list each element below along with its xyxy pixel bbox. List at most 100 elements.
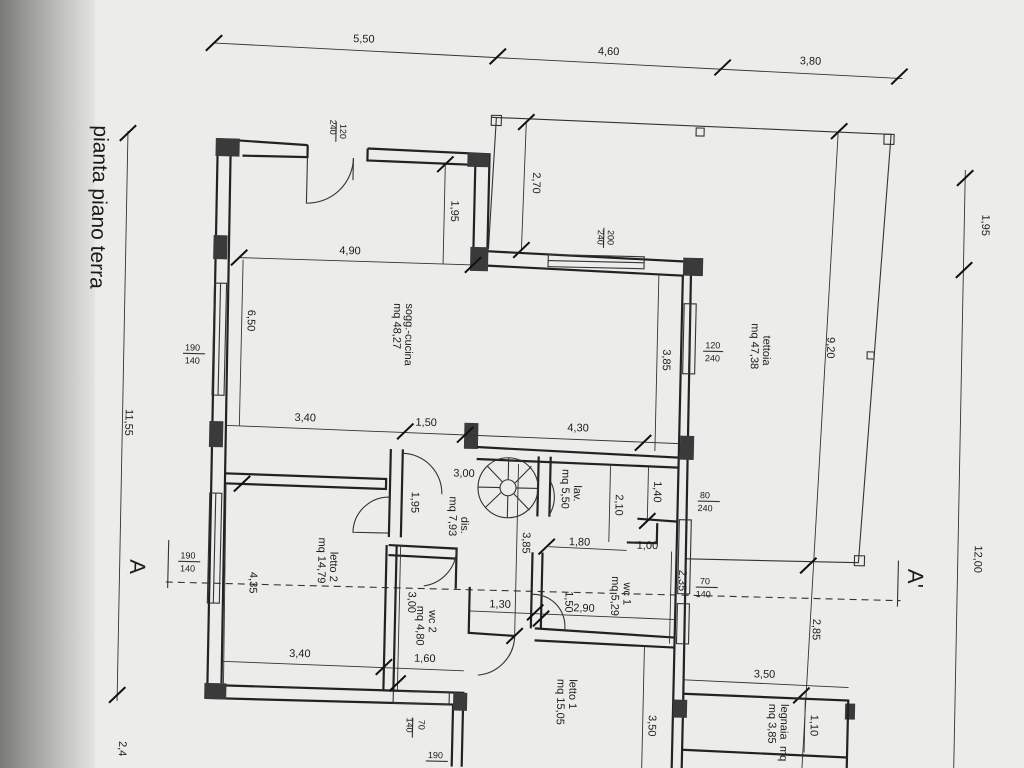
dim-tick <box>955 261 973 279</box>
room-area-letto1: mq 15,05 <box>554 679 567 725</box>
dim-row-a-1: 3,40 <box>294 412 316 424</box>
dim-tick <box>830 122 849 140</box>
room-area-lav: mq 5,50 <box>559 469 572 509</box>
dim-tettoia-depth: 9,20 <box>824 337 836 359</box>
room-area-wc1: mq 5,29 <box>608 576 621 616</box>
dim-wc2-depth: 3,00 <box>405 591 417 613</box>
dim-tettoia-wall: 3,85 <box>660 349 672 371</box>
svg-text:190: 190 <box>180 550 195 560</box>
wall-pier <box>452 692 468 711</box>
dim-living-depth: 6,50 <box>244 310 256 332</box>
dim-top-1: 5,50 <box>353 33 375 45</box>
top-dimension-line: 5,50 4,60 3,80 <box>205 33 909 86</box>
opening-sizes: 120 240 200 240 120 240 190 140 <box>178 120 724 763</box>
room-area-letto2: mq 14,79 <box>315 537 328 583</box>
wall-pier <box>679 435 695 460</box>
dim-tick <box>375 658 393 676</box>
room-labels: sogg.-cucina mq 48,27 dis. mq 7,93 lav. … <box>315 303 790 762</box>
dim-tick <box>792 686 811 704</box>
svg-text:70: 70 <box>700 576 710 586</box>
svg-text:140: 140 <box>404 717 414 732</box>
dim-row-a-2: 1,50 <box>415 417 437 429</box>
dim-tick <box>464 256 482 274</box>
svg-text:240: 240 <box>328 120 338 135</box>
svg-text:120: 120 <box>705 340 720 350</box>
dim-tick <box>388 674 407 692</box>
dim-tick <box>488 47 507 65</box>
dim-lav-side: 1,80 <box>569 536 591 548</box>
wall-pier <box>844 703 856 720</box>
section-label-a: A <box>125 559 150 575</box>
dim-entry-depth: 1,95 <box>448 200 460 222</box>
dim-hall: 1,30 <box>489 598 511 610</box>
dim-corridor: 3,85 <box>520 532 532 554</box>
opening-letto2-window: 190 140 <box>178 550 201 574</box>
svg-text:140: 140 <box>696 589 711 599</box>
dim-tick <box>436 155 455 173</box>
room-area-tettoia: mq 47,38 <box>748 323 761 369</box>
windows <box>206 254 697 706</box>
dim-living-width: 4,90 <box>339 245 361 257</box>
opening-lav-window: 80 240 <box>697 490 720 513</box>
interior-dimensions: 4,90 1,95 6,50 3,40 1,50 4,30 3,85 3,00 … <box>221 155 849 768</box>
opening-portico: 200 240 <box>596 227 616 248</box>
dim-lav-depth: 1,40 <box>651 481 663 503</box>
dim-tick <box>537 538 556 556</box>
dim-hall-b: 1,50 <box>562 591 574 613</box>
dim-tick <box>638 512 657 530</box>
room-name-legnaia-tail: mq <box>777 746 789 762</box>
page-shadow <box>0 0 95 768</box>
dim-tick <box>713 58 732 77</box>
svg-text:140: 140 <box>185 355 200 365</box>
dim-letto1-depth: 3,50 <box>645 715 657 737</box>
entrance-door <box>305 157 354 204</box>
svg-text:120: 120 <box>338 124 348 139</box>
plan-title: pianta piano terra <box>85 125 112 289</box>
tettoia-outline: 2,70 9,20 2,85 tettoia mq 47,38 <box>487 113 895 768</box>
dim-tick <box>456 426 475 444</box>
section-label-a-prime: A' <box>903 569 928 588</box>
interior-doors <box>352 452 566 676</box>
right-dimension-line: 1,95 12,00 <box>953 169 991 768</box>
dim-tick <box>119 124 137 142</box>
dim-tick <box>526 603 545 621</box>
room-name-dis: dis. <box>458 517 470 534</box>
svg-text:190: 190 <box>428 750 443 760</box>
opening-entry: 120 240 <box>328 120 348 142</box>
dim-dis-depth: 1,95 <box>408 492 420 514</box>
dim-tick <box>233 475 251 493</box>
svg-text:240: 240 <box>705 353 720 363</box>
room-name-soggiorno: sogg.-cucina <box>402 303 415 367</box>
wall-pier <box>208 420 224 448</box>
wall-pier <box>463 422 479 450</box>
dim-right-1: 1,95 <box>979 214 991 236</box>
wall-pier <box>215 138 240 157</box>
dim-tick <box>956 169 975 187</box>
dim-letto2-depth: 4,35 <box>247 572 259 594</box>
left-dimension-line: 11,55 2,4 <box>108 124 137 756</box>
dim-tick <box>890 67 909 86</box>
room-area-soggiorno: mq 48,27 <box>390 303 403 349</box>
wall-pier <box>467 152 490 168</box>
dim-left-total: 11,55 <box>122 409 135 436</box>
opening-letto1-window: 190 <box>425 750 448 763</box>
dim-tick <box>396 422 415 440</box>
room-name-letto2: letto 2 <box>327 552 340 582</box>
room-area-legnaia: mq 3,85 <box>765 704 778 744</box>
dim-tick <box>230 249 249 267</box>
opening-left-window: 190 140 <box>182 342 205 366</box>
dim-top-2: 4,60 <box>598 46 620 58</box>
wall-pier <box>672 699 688 718</box>
dim-legnaia-depth: 1,10 <box>807 715 819 737</box>
dim-legnaia-width: 3,50 <box>754 668 776 680</box>
dim-tick <box>634 434 652 452</box>
dim-tick <box>517 113 536 131</box>
room-name-letto1: letto 1 <box>566 679 579 709</box>
interior-walls <box>223 445 850 768</box>
dim-right-total: 12,00 <box>971 545 984 573</box>
svg-text:140: 140 <box>180 563 195 573</box>
svg-text:190: 190 <box>185 342 200 352</box>
svg-text:240: 240 <box>697 503 712 513</box>
